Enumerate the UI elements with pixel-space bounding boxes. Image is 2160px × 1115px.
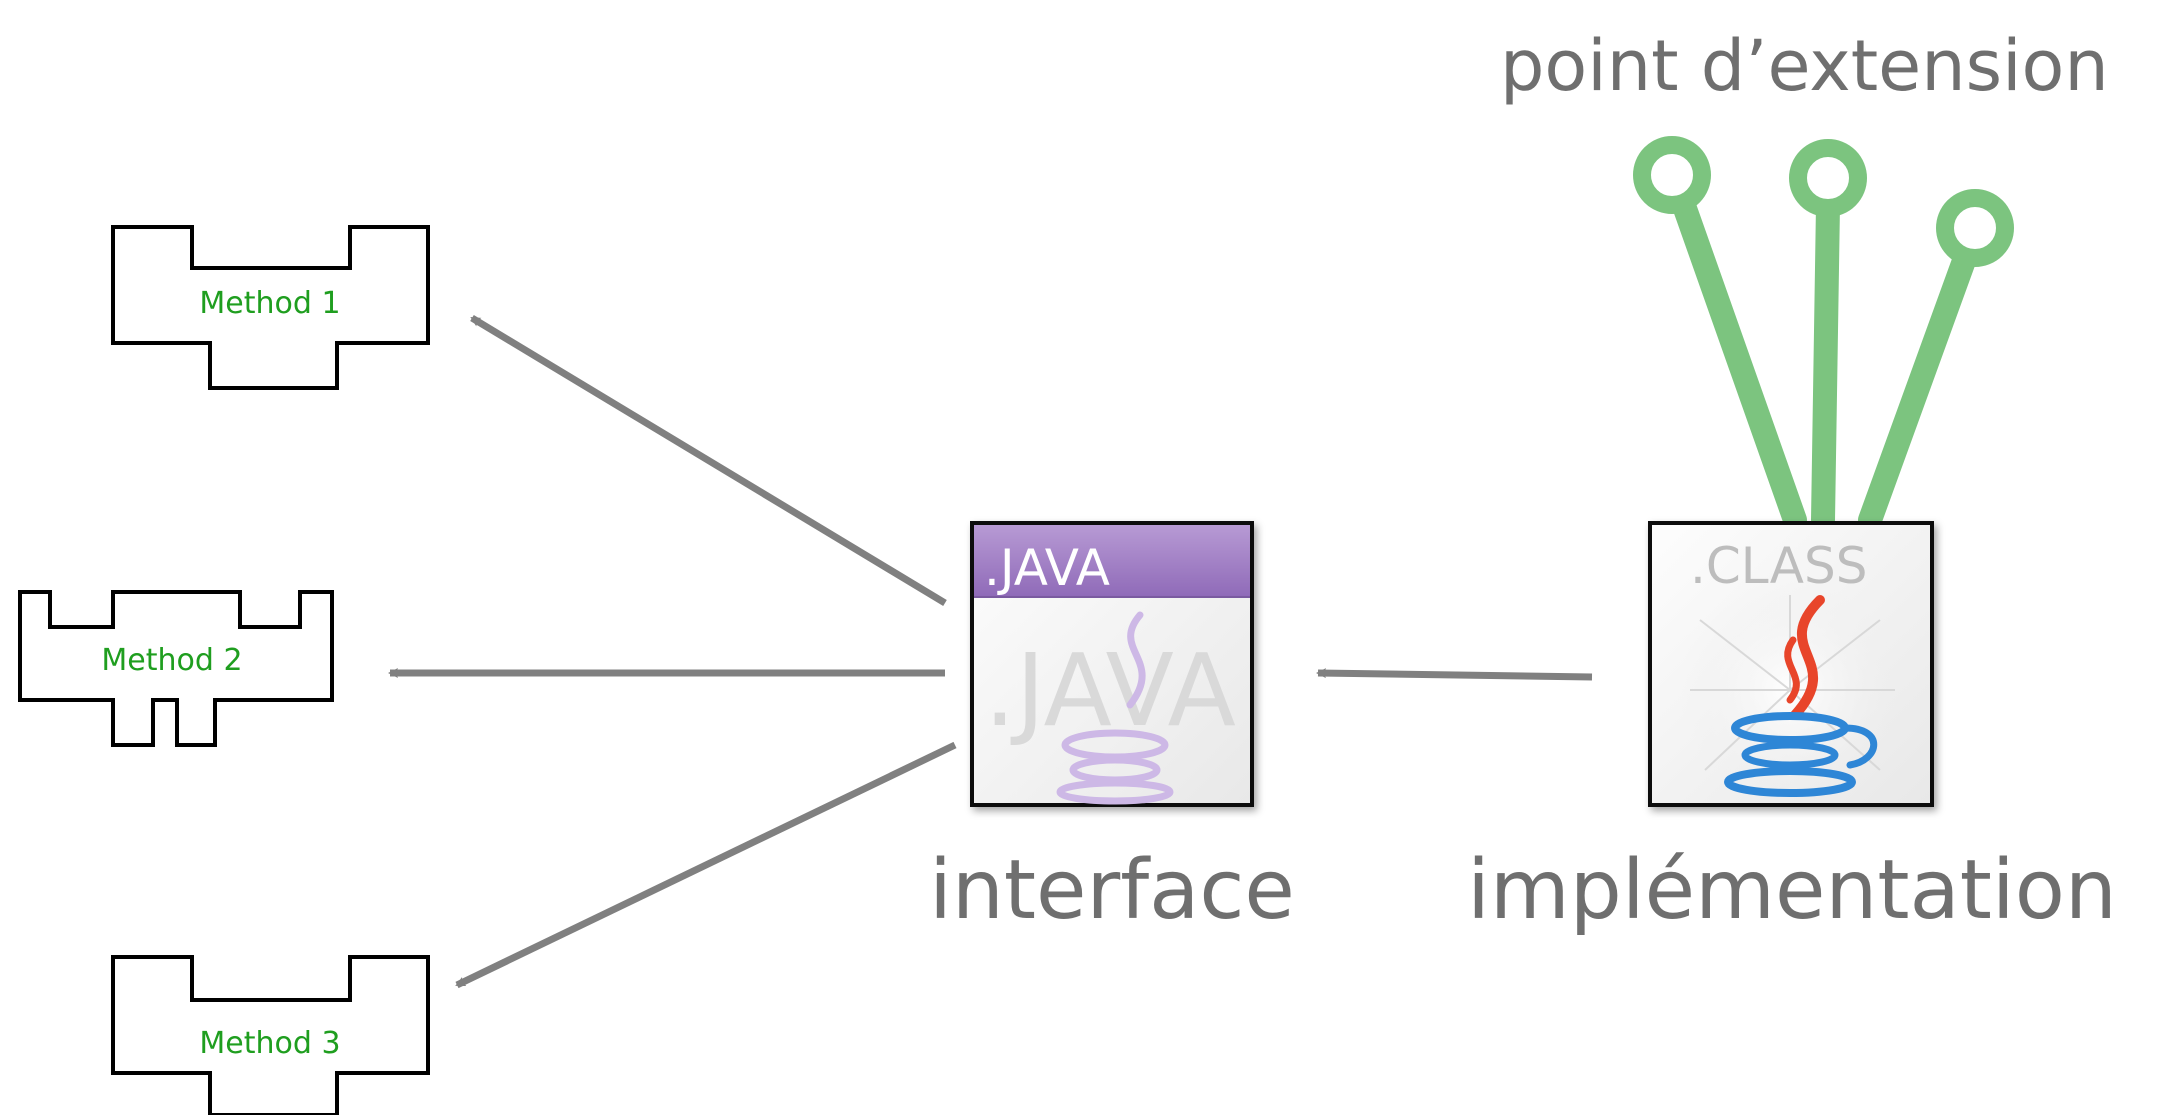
plug-middle [1789, 139, 1867, 532]
extension-plugs [1633, 136, 2014, 532]
plug-left [1633, 136, 1807, 532]
java-cup-icon [1724, 595, 1878, 797]
plug-right [1858, 189, 2014, 532]
arrow-implementation-to-interface [1316, 668, 1593, 681]
method-2-label: Method 2 [101, 643, 242, 678]
interface-label: interface [929, 843, 1295, 938]
arrow-interface-to-method-1 [470, 315, 947, 606]
java-cup-faded-icon [1056, 611, 1174, 805]
java-file-tag: .JAVA [984, 539, 1110, 597]
arrows [388, 315, 1593, 989]
class-file-tag: .CLASS [1690, 537, 1868, 595]
java-file-watermark: .JAVA [984, 632, 1236, 749]
method-3-label: Method 3 [199, 1026, 340, 1061]
arrow-interface-to-method-3 [455, 741, 957, 989]
method-1-label: Method 1 [199, 286, 340, 321]
java-file-icon: .JAVA .JAVA [970, 521, 1254, 807]
method-block-1: Method 1 [111, 225, 430, 390]
extension-point-label: point d’extension [1500, 25, 2109, 107]
implementation-label: implémentation [1467, 843, 2117, 938]
class-file-icon: .CLASS [1648, 521, 1934, 807]
method-block-2: Method 2 [18, 590, 334, 747]
method-block-3: Method 3 [111, 955, 430, 1115]
